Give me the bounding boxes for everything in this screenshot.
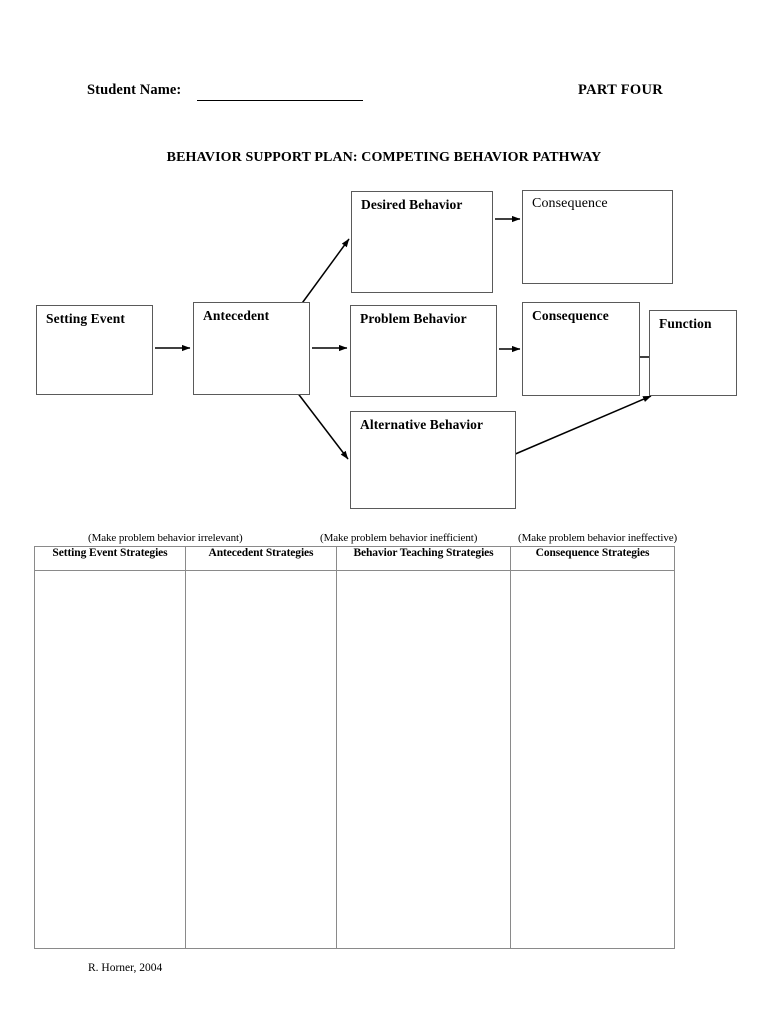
strategy-caption-ineffective: (Make problem behavior ineffective) xyxy=(518,532,678,544)
table-row xyxy=(34,570,675,949)
diagram-node-antecedent-label: Antecedent xyxy=(203,308,270,323)
strategy-caption-irrelevant: (Make problem behavior irrelevant) xyxy=(88,532,243,544)
part-label: PART FOUR xyxy=(578,82,664,98)
diagram-node-alternative-behavior-label: Alternative Behavior xyxy=(360,417,484,432)
diagram-node-consequence-bottom[interactable]: Consequence xyxy=(522,302,640,396)
connector-antecedent-to-alternative-behavior xyxy=(289,382,349,460)
connector-alternative-behavior-to-function xyxy=(512,395,652,456)
cell-consequence-strategies[interactable] xyxy=(510,570,675,949)
column-header-setting-event-strategies: Setting Event Strategies xyxy=(34,546,186,571)
column-header-antecedent-strategies: Antecedent Strategies xyxy=(185,546,337,571)
page-title: BEHAVIOR SUPPORT PLAN: COMPETING BEHAVIO… xyxy=(166,150,602,165)
student-name-blank-field[interactable] xyxy=(197,100,363,101)
diagram-node-problem-behavior[interactable]: Problem Behavior xyxy=(350,305,497,397)
diagram-node-function-label: Function xyxy=(659,316,712,331)
footer-credit: R. Horner, 2004 xyxy=(88,962,163,974)
diagram-node-alternative-behavior[interactable]: Alternative Behavior xyxy=(350,411,516,509)
student-name-label: Student Name: xyxy=(87,82,182,98)
diagram-connectors xyxy=(155,215,652,460)
connector-antecedent-to-desired-behavior xyxy=(299,238,350,307)
diagram-node-desired-behavior-label: Desired Behavior xyxy=(361,197,463,212)
diagram-node-function[interactable]: Function xyxy=(649,310,737,396)
document-header: Student Name: PART FOUR xyxy=(0,82,768,108)
diagram-node-setting-event[interactable]: Setting Event xyxy=(36,305,153,395)
diagram-node-desired-behavior[interactable]: Desired Behavior xyxy=(351,191,493,293)
cell-setting-event-strategies[interactable] xyxy=(34,570,186,949)
table-header-row: Setting Event Strategies Antecedent Stra… xyxy=(34,546,675,571)
diagram-node-consequence-top-label: Consequence xyxy=(532,196,608,211)
diagram-node-antecedent[interactable]: Antecedent xyxy=(193,302,310,395)
diagram-node-setting-event-label: Setting Event xyxy=(46,311,125,326)
diagram-node-consequence-bottom-label: Consequence xyxy=(532,308,609,323)
diagram-node-consequence-top[interactable]: Consequence xyxy=(522,190,673,284)
competing-behavior-pathway-diagram: Setting Event Antecedent Desired Behavio… xyxy=(36,190,737,509)
cell-behavior-teaching-strategies[interactable] xyxy=(336,570,511,949)
column-header-consequence-strategies: Consequence Strategies xyxy=(510,546,675,571)
cell-antecedent-strategies[interactable] xyxy=(185,570,337,949)
strategy-caption-inefficient: (Make problem behavior inefficient) xyxy=(320,532,478,544)
strategy-table: Setting Event Strategies Antecedent Stra… xyxy=(34,546,675,949)
column-header-behavior-teaching-strategies: Behavior Teaching Strategies xyxy=(336,546,511,571)
diagram-node-problem-behavior-label: Problem Behavior xyxy=(360,311,467,326)
